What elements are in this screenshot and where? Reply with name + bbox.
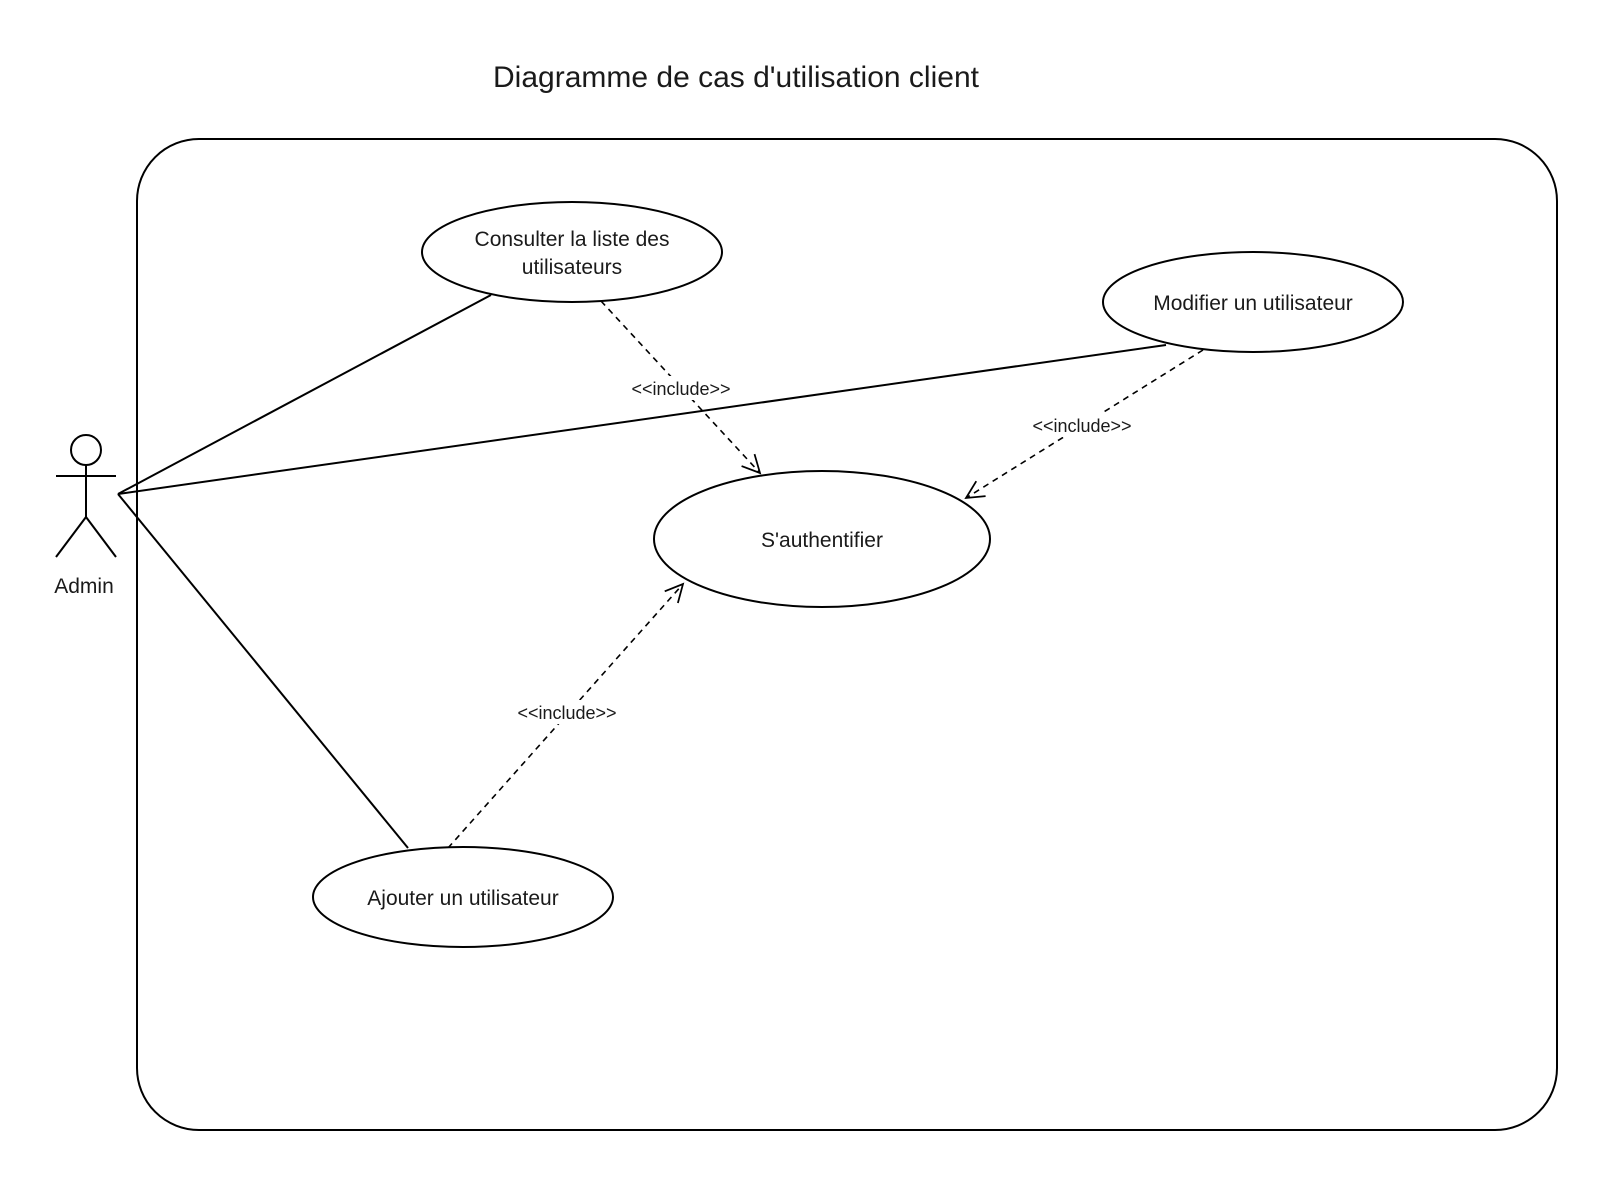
actor-right-leg bbox=[85, 516, 117, 558]
usecase-ajouter-ellipse[interactable] bbox=[312, 846, 614, 948]
actor-label: Admin bbox=[54, 575, 114, 598]
actor-head bbox=[70, 434, 102, 466]
include-consulter-label: <<include>> bbox=[631, 379, 730, 399]
include-ajouter-label: <<include>> bbox=[517, 703, 616, 723]
association-consulter bbox=[117, 294, 492, 495]
usecase-authentifier[interactable]: S'authentifier bbox=[653, 470, 991, 608]
usecase-modifier-utilisateur[interactable]: Modifier un utilisateur bbox=[1102, 251, 1404, 353]
association-modifier bbox=[117, 344, 1167, 495]
usecase-ajouter-label: Ajouter un utilisateur bbox=[367, 887, 558, 910]
usecase-consulter-ellipse[interactable] bbox=[421, 201, 723, 303]
include-modifier-arrow bbox=[964, 349, 1204, 500]
actor-admin: Admin bbox=[54, 434, 117, 598]
include-consulter-label-bg bbox=[617, 376, 745, 400]
usecase-modifier-ellipse[interactable] bbox=[1102, 251, 1404, 353]
diagram-title: Diagramme de cas d'utilisation client bbox=[493, 61, 980, 94]
actor-left-leg bbox=[55, 516, 87, 558]
usecase-consulter-liste[interactable]: Consulter la liste des utilisateurs bbox=[421, 201, 723, 303]
usecase-authentifier-label: S'authentifier bbox=[761, 529, 883, 552]
include-modifier-label: <<include>> bbox=[1032, 416, 1131, 436]
usecase-authentifier-ellipse[interactable] bbox=[653, 470, 991, 608]
usecase-consulter-label-line2: utilisateurs bbox=[522, 256, 622, 279]
system-boundary bbox=[136, 138, 1558, 1131]
usecase-modifier-label: Modifier un utilisateur bbox=[1153, 292, 1353, 315]
usecase-ajouter-utilisateur[interactable]: Ajouter un utilisateur bbox=[312, 846, 614, 948]
usecase-consulter-label-line1: Consulter la liste des bbox=[475, 228, 670, 251]
include-modifier-label-bg bbox=[1018, 413, 1146, 437]
association-ajouter bbox=[117, 493, 409, 849]
include-ajouter-label-bg bbox=[503, 700, 631, 724]
